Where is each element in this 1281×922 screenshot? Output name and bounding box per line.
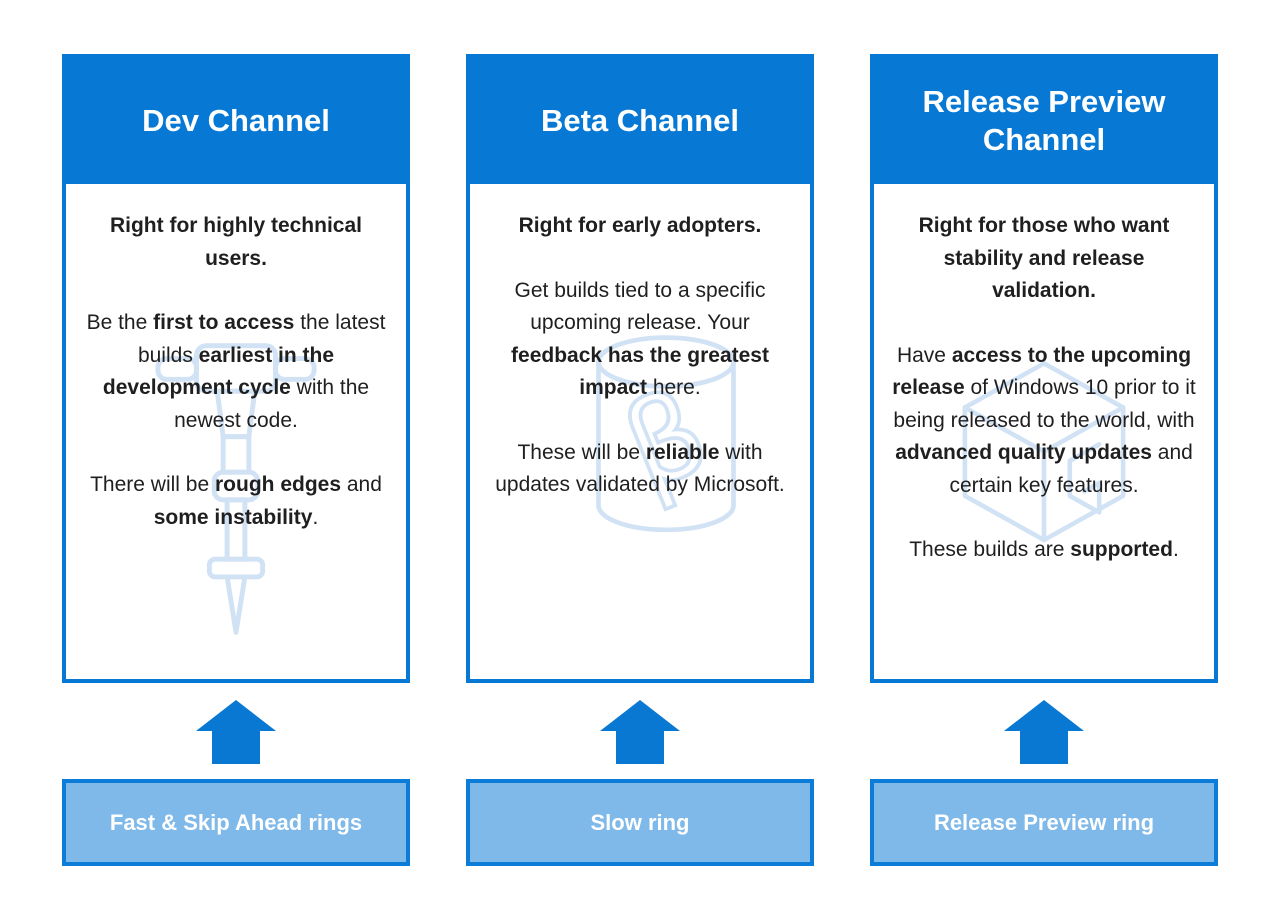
card-body: β Right for early adopters.Get builds ti… [470,184,810,679]
up-arrow-icon [196,700,276,764]
ring-box: Fast & Skip Ahead rings [62,779,410,866]
ring-label: Release Preview ring [933,809,1155,835]
ring-box: Slow ring [466,779,814,866]
channels-diagram: Dev Channel Right for highly technical u… [62,54,1218,866]
body-paragraph: Right for those who want stability and r… [918,214,1170,303]
channel-column: Dev Channel Right for highly technical u… [62,54,410,866]
card-header: Beta Channel [470,58,810,184]
channel-card: Dev Channel Right for highly technical u… [62,54,410,683]
channel-column: Beta Channel β Right for early adopters.… [466,54,814,866]
card-header: Release Preview Channel [874,58,1214,184]
card-title: Beta Channel [540,103,740,139]
card-body: Right for highly technical users. Be the … [66,184,406,679]
body-paragraph: These builds are supported. [909,538,1179,562]
body-paragraph: Right for early adopters. [518,214,762,237]
ring-label: Fast & Skip Ahead rings [109,809,363,835]
card-paragraphs: Right for early adopters. Get builds tied… [486,210,794,502]
card-paragraphs: Right for those who want stability and r… [890,210,1198,567]
body-paragraph: Get builds tied to a specific upcoming r… [511,278,769,400]
body-paragraph: There will be rough edges and some insta… [90,473,382,529]
card-header: Dev Channel [66,58,406,184]
up-arrow-icon [600,700,680,764]
card-body: Right for those who want stability and r… [874,184,1214,679]
body-paragraph: These will be reliable with updates vali… [495,440,785,497]
channel-card: Beta Channel β Right for early adopters.… [466,54,814,683]
body-paragraph: Be the first to access the latest builds… [86,311,386,432]
ring-label: Slow ring [590,809,690,835]
body-paragraph: Have access to the upcoming release of W… [892,343,1196,497]
up-arrow-icon [1004,700,1084,764]
ring-box: Release Preview ring [870,779,1218,866]
channel-column: Release Preview Channel Right for those … [870,54,1218,866]
card-title: Release Preview Channel [922,84,1166,157]
body-paragraph: Right for highly technical users. [109,214,362,270]
card-title: Dev Channel [142,103,330,139]
card-paragraphs: Right for highly technical users. Be the … [82,210,390,534]
channel-card: Release Preview Channel Right for those … [870,54,1218,683]
